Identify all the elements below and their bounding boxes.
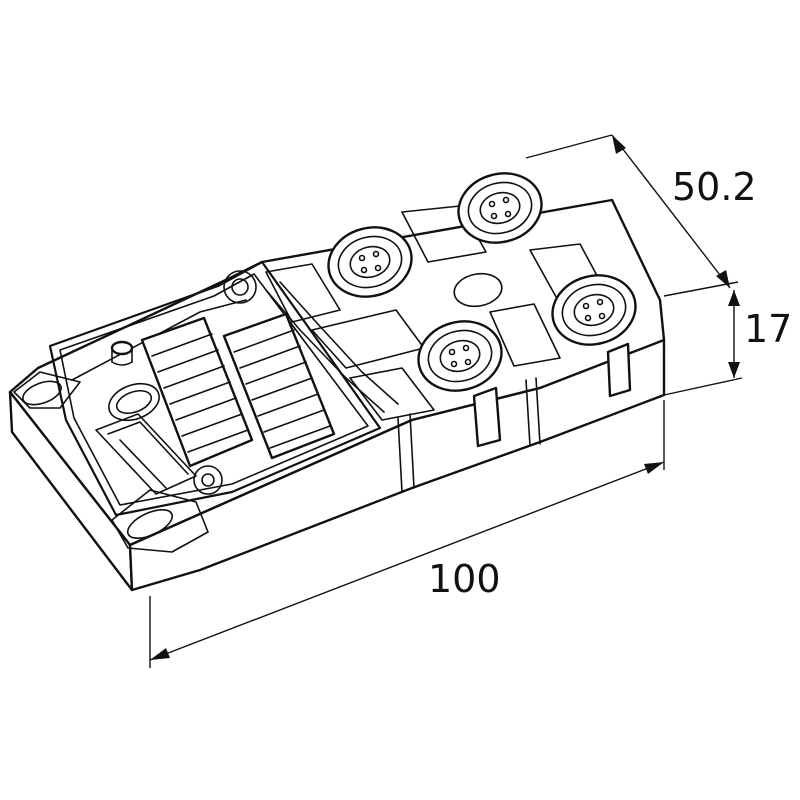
m12-socket-1 [327,226,413,298]
extension-line [525,134,613,159]
connector-module [8,172,666,592]
m12-socket-3 [417,320,503,392]
round-post [110,340,134,366]
m12-socket-2 [457,172,543,244]
mounting-hole [126,508,174,540]
length-dimension: 100 [149,400,665,668]
segment-dividers [397,377,541,493]
width-label: 50.2 [672,165,757,209]
terminal-block-1 [140,316,254,468]
center-hole [453,272,503,308]
cable-entry [108,382,160,422]
latch-tab-front [472,386,502,448]
height-dimension: 17 [663,290,792,396]
length-label: 100 [428,557,501,601]
extension-line [663,281,739,297]
terminal-block-2 [222,312,336,460]
front-screw-boss [193,465,223,495]
cover-recess [48,260,382,517]
arrowhead [612,135,626,154]
dimension-line [611,134,731,289]
dimension-line [149,461,665,661]
arrowhead [728,290,740,306]
arrowhead [150,648,170,660]
width-dimension: 50.2 [525,134,757,297]
internal-channels [265,281,399,413]
extension-line [663,377,743,396]
arrowhead [728,362,740,378]
front-mounting-ear [111,489,209,553]
latch-tab-right [606,342,632,398]
height-label: 17 [744,307,792,351]
pcb-slot [95,413,197,495]
m12-socket-4 [551,274,637,346]
mounting-hole [22,380,62,406]
arrowhead [716,270,730,288]
arrowhead [644,462,664,474]
